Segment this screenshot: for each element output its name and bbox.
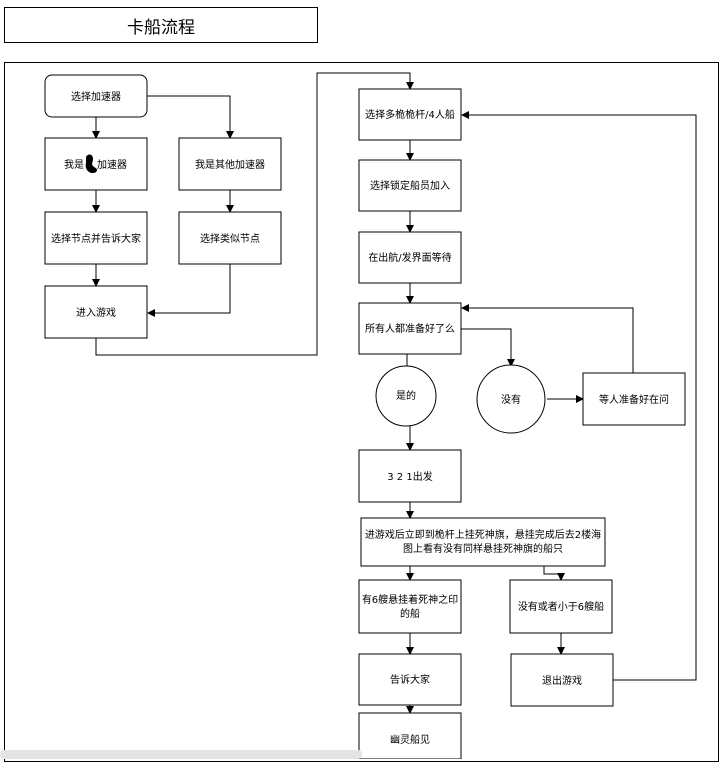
node-ghost-ship: 幽灵船见 (358, 712, 462, 759)
node-no-label: 没有 (501, 393, 521, 406)
node-me-accelerator-prefix: 我是 (64, 159, 84, 171)
node-ghost-ship-label: 幽灵船见 (390, 733, 430, 746)
node-no-ships: 没有或者小于6艘船 (509, 579, 613, 634)
node-countdown: 3 2 1出发 (358, 449, 462, 503)
node-exit-game-label: 退出游戏 (542, 674, 582, 687)
node-countdown-label: 3 2 1出发 (387, 470, 432, 483)
node-select-node-tell: 选择节点并告诉大家 (44, 211, 148, 265)
node-select-similar-node: 选择类似节点 (178, 211, 282, 265)
node-wait-sail-screen-label: 在出航/发界面等待 (368, 251, 451, 264)
node-select-lock-crew: 选择锁定船员加入 (358, 159, 462, 212)
node-wait-ready-label: 等人准备好在问 (599, 393, 669, 406)
node-tell-everyone: 告诉大家 (358, 653, 462, 706)
edge-similar-to-enter (147, 264, 231, 317)
edge-select-to-other (147, 95, 234, 139)
diagram-title: 卡船流程 (4, 7, 318, 43)
node-select-accelerator-label: 选择加速器 (71, 90, 121, 103)
node-select-multi-mast-label: 选择多桅桅杆/4人船 (365, 108, 455, 121)
node-select-accelerator: 选择加速器 (44, 74, 148, 118)
node-all-ready-label: 所有人都准备好了么 (365, 322, 455, 335)
node-exit-game: 退出游戏 (510, 653, 614, 707)
node-no-ships-label: 没有或者小于6艘船 (518, 600, 604, 613)
node-select-lock-crew-label: 选择锁定船员加入 (370, 179, 450, 192)
node-all-ready: 所有人都准备好了么 (358, 302, 462, 355)
node-me-accelerator-suffix: 加速器 (97, 159, 127, 171)
diagram-title-text: 卡船流程 (127, 17, 195, 38)
node-me-other-accelerator: 我是其他加速器 (178, 137, 282, 191)
node-me-accelerator: 我是 加速器 (44, 137, 148, 191)
edge-flag-to-none (543, 566, 565, 581)
node-enter-game-label: 进入游戏 (76, 306, 116, 319)
edge-ready-to-no (461, 328, 515, 367)
node-yes: 是的 (375, 365, 437, 427)
node-wait-ready: 等人准备好在问 (582, 372, 686, 426)
node-no: 没有 (476, 364, 546, 434)
node-me-other-accelerator-label: 我是其他加速器 (195, 158, 265, 171)
node-select-node-tell-label: 选择节点并告诉大家 (51, 232, 141, 245)
node-tell-everyone-label: 告诉大家 (390, 673, 430, 686)
node-yes-label: 是的 (396, 389, 416, 402)
edge-enter-to-mast (95, 72, 414, 356)
node-enter-game: 进入游戏 (44, 285, 148, 339)
horizontal-scrollbar[interactable] (0, 750, 362, 759)
node-has-ships-line1: 有6艘悬挂着死神之印 (362, 593, 458, 606)
ink-blot-icon (85, 154, 97, 174)
node-hang-flag: 进游戏后立即到桅杆上挂死神旗，悬挂完成后去2楼海 图上看有没有同样悬挂死神旗的船… (360, 517, 606, 567)
node-has-ships: 有6艘悬挂着死神之印 的船 (358, 579, 462, 634)
node-hang-flag-line1: 进游戏后立即到桅杆上挂死神旗，悬挂完成后去2楼海 (365, 528, 601, 541)
node-select-multi-mast: 选择多桅桅杆/4人船 (358, 88, 462, 141)
node-wait-sail-screen: 在出航/发界面等待 (358, 231, 462, 284)
edge-wait-ready-to-ready (461, 304, 634, 373)
node-has-ships-line2: 的船 (400, 607, 420, 620)
edge-exit-to-mast (461, 111, 697, 681)
node-hang-flag-line2: 图上看有没有同样悬挂死神旗的船只 (403, 542, 563, 555)
node-select-similar-node-label: 选择类似节点 (200, 232, 260, 245)
edges (92, 72, 697, 714)
